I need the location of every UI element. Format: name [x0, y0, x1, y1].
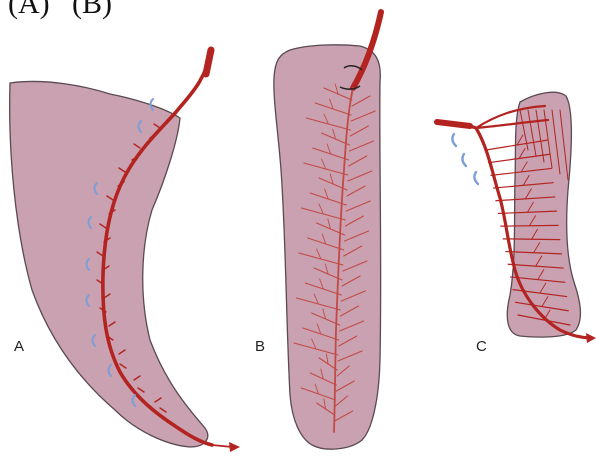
header-label-b: (B)	[72, 0, 112, 21]
panel-a-tissue	[10, 81, 208, 447]
panel-b-tissue	[274, 45, 381, 449]
panel-a-artery-stub	[206, 50, 211, 74]
header-label-a: (A)	[8, 0, 50, 21]
panel-label-c: C	[476, 338, 487, 355]
panel-c-ligatures	[452, 134, 478, 184]
panel-c	[437, 92, 596, 343]
ligature-clip	[462, 154, 466, 166]
panel-a	[10, 50, 240, 452]
panel-a-outflow	[212, 445, 232, 447]
panel-b	[274, 12, 381, 449]
panel-label-b: B	[255, 338, 265, 355]
ligature-clip	[452, 134, 456, 146]
panel-c-artery-stub	[437, 122, 470, 126]
panel-a-arrowhead	[229, 442, 240, 452]
ligature-clip	[474, 172, 478, 184]
panel-c-tissue	[507, 92, 580, 337]
panel-c-arrowhead	[586, 333, 596, 343]
panel-label-a: A	[14, 338, 24, 355]
